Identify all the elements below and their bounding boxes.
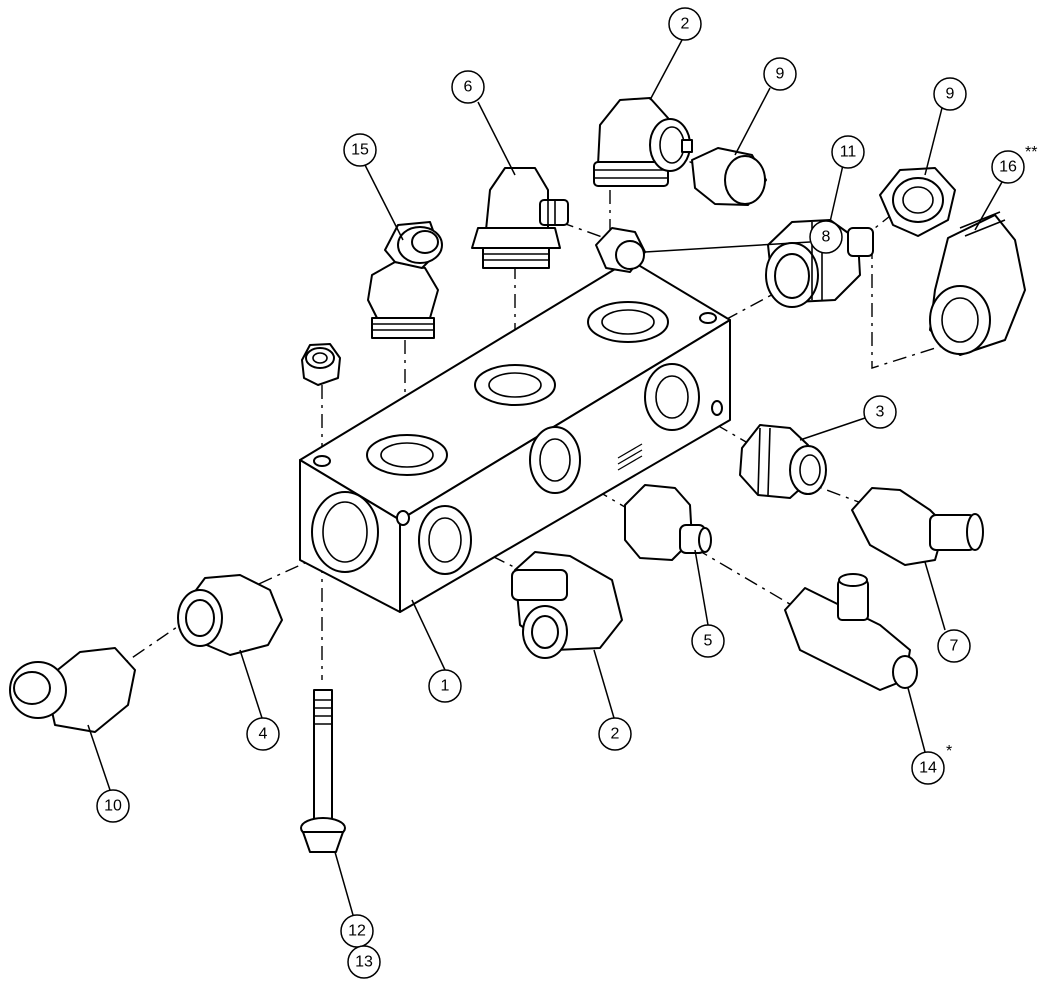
- callout-16-suffix: **: [1025, 144, 1037, 161]
- callout-15-label: 15: [351, 142, 369, 159]
- callout-9-top-label: 9: [776, 66, 785, 83]
- elbow-90-fitting-top: [593, 97, 693, 187]
- tee-fitting: [784, 573, 918, 691]
- callout-9-right-label: 9: [946, 86, 955, 103]
- callout-3-label: 3: [876, 404, 885, 421]
- callout-13: 13: [347, 945, 381, 979]
- callout-11-label: 11: [840, 144, 857, 161]
- elbow-45-fitting-10: [9, 647, 136, 733]
- swivel-elbow-fitting: [929, 211, 1026, 356]
- elbow-90-fitting-upper: [471, 167, 569, 269]
- straight-adapter-3: [739, 424, 827, 499]
- callout-16: 16 **: [991, 144, 1037, 184]
- callout-9-top: 9: [763, 57, 797, 91]
- callout-13-label: 13: [355, 954, 373, 971]
- callout-14-label: 14: [919, 760, 937, 777]
- callout-8: 8: [809, 220, 843, 254]
- callout-4: 4: [246, 717, 280, 751]
- callout-12: 12: [340, 914, 374, 948]
- elbow-45-fitting-7: [851, 487, 984, 566]
- callout-9-right: 9: [933, 77, 967, 111]
- callout-11: 11: [831, 135, 865, 169]
- cap-nut-right: [879, 167, 956, 237]
- callout-1-label: 1: [441, 678, 450, 695]
- cap-nut-top: [691, 147, 767, 206]
- callout-5-label: 5: [704, 633, 713, 650]
- manifold-block: [299, 259, 731, 613]
- bolt: [300, 689, 346, 853]
- callout-7-label: 7: [950, 638, 959, 655]
- callout-12-label: 12: [348, 923, 366, 940]
- lock-nut: [301, 343, 341, 386]
- straight-adapter-4: [177, 574, 283, 656]
- callout-1: 1: [428, 669, 462, 703]
- callout-2-bottom-label: 2: [611, 726, 620, 743]
- callout-5: 5: [691, 624, 725, 658]
- callout-15: 15: [343, 133, 377, 167]
- callout-7: 7: [937, 629, 971, 663]
- callout-8-label: 8: [822, 229, 831, 246]
- leader-lines: [87, 39, 1003, 916]
- callout-14: 14 *: [911, 743, 952, 785]
- callout-2-top-label: 2: [681, 16, 690, 33]
- plug-fitting: [595, 227, 646, 273]
- callout-6-label: 6: [464, 79, 473, 96]
- callout-14-suffix: *: [946, 743, 952, 760]
- callout-2-top: 2: [668, 7, 702, 41]
- callout-4-label: 4: [259, 726, 268, 743]
- callout-10-label: 10: [104, 798, 122, 815]
- elbow-45-fitting: [367, 221, 443, 339]
- stamp-marking: [617, 443, 643, 471]
- callout-6: 6: [451, 70, 485, 104]
- callout-10: 10: [96, 789, 130, 823]
- callout-16-label: 16: [999, 159, 1017, 176]
- straight-adapter-5: [624, 484, 712, 561]
- callout-3: 3: [863, 395, 897, 429]
- elbow-90-fitting-lower: [511, 551, 623, 659]
- callout-2-bottom: 2: [598, 717, 632, 751]
